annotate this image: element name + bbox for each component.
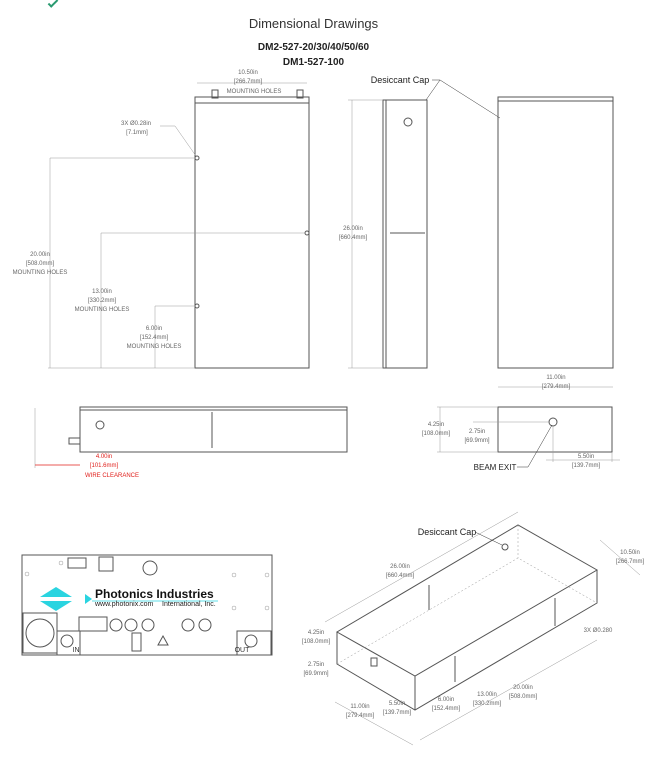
beam-exit-label: BEAM EXIT	[474, 463, 517, 472]
dim-text: [108.0mm]	[302, 639, 331, 645]
dim-text: [266.7mm]	[616, 559, 645, 565]
dim-text: 10.50in	[620, 550, 640, 556]
dim-text: [152.4mm]	[432, 706, 461, 712]
dim-text: [279.4mm]	[542, 384, 571, 390]
dim-text: MOUNTING HOLES	[13, 270, 68, 276]
dim-text: 26.00in	[343, 226, 363, 232]
desiccant-cap-icon	[403, 117, 413, 127]
dim-text: [101.6mm]	[90, 463, 119, 469]
brand-url: www.photonix.com	[94, 601, 154, 608]
top-view-drawing: 10.50in [266.7mm] MOUNTING HOLES 3X Ø0.2…	[13, 70, 310, 369]
page-title: Dimensional Drawings	[248, 16, 379, 31]
dim-text: [7.1mm]	[126, 130, 148, 136]
dim-text: [266.7mm]	[234, 79, 263, 85]
dim-text: 26.00in	[390, 564, 410, 570]
dim-text: 20.00in	[30, 252, 50, 258]
model-list-1: DM2-527-20/30/40/50/60	[257, 42, 370, 53]
dim-text: 3X Ø0.28in	[121, 121, 151, 127]
dim-text: 13.00in	[477, 692, 497, 698]
dim-text: [69.9mm]	[464, 438, 489, 444]
beam-exit-icon	[548, 417, 558, 427]
rear-view-drawing: 11.00in [279.4mm]	[497, 96, 614, 390]
dim-text: [139.7mm]	[383, 710, 412, 716]
dim-text: [330.2mm]	[473, 701, 502, 707]
dim-text: 4.00in	[96, 454, 112, 460]
dim-text: 11.00in	[350, 704, 369, 710]
dim-text: 4.25in	[428, 422, 444, 428]
dim-text: 20.00in	[513, 685, 533, 691]
dim-text: 4.25in	[308, 630, 324, 636]
dim-text: [279.4mm]	[346, 713, 375, 719]
model-list-2: DM1-527-100	[282, 57, 345, 68]
dim-text: [330.2mm]	[88, 298, 117, 304]
side-elevation-drawing: 4.00in [101.6mm] WIRE CLEARANCE	[34, 406, 348, 479]
brand-company: International, Inc.	[162, 601, 216, 608]
port-out-label: OUT	[235, 647, 251, 654]
dim-text: [508.0mm]	[509, 694, 538, 700]
dim-text: [139.7mm]	[572, 463, 601, 469]
logo-icon	[40, 587, 72, 597]
wire-connector-icon	[68, 437, 81, 445]
dim-text: MOUNTING HOLES	[75, 307, 130, 313]
dim-text: 6.00in	[146, 326, 162, 332]
dim-text: 11.00in	[546, 375, 565, 381]
dim-text: 5.50in	[578, 454, 594, 460]
dim-text: 10.50in	[238, 70, 258, 76]
warning-icon	[157, 634, 169, 646]
dim-text: [69.9mm]	[303, 671, 328, 677]
brand-logo-text: Photonics Industries	[95, 587, 214, 601]
dim-text: WIRE CLEARANCE	[85, 473, 139, 479]
dim-text: MOUNTING HOLES	[127, 344, 182, 350]
dim-text: 2.75in	[308, 662, 324, 668]
dim-text: MOUNTING HOLES	[227, 89, 282, 95]
desiccant-cap-label: Desiccant Cap	[418, 527, 477, 537]
front-panel-drawing: Photonics Industries www.photonix.com In…	[21, 554, 273, 656]
dim-text: [108.0mm]	[422, 431, 451, 437]
port-in-label: IN	[73, 647, 80, 654]
side-view-drawing: 26.00in [660.4mm] Desiccant Cap	[339, 75, 501, 369]
desiccant-cap-label: Desiccant Cap	[371, 75, 430, 85]
isometric-drawing: Desiccant Cap 26.00in [660.4mm] 10.50in …	[302, 511, 645, 746]
dim-text: 2.75in	[469, 429, 485, 435]
dim-text: [660.4mm]	[339, 235, 368, 241]
dim-text: 3X Ø0.280	[584, 628, 613, 634]
dim-text: 5.50in	[389, 701, 405, 707]
dim-text: [152.4mm]	[140, 335, 169, 341]
dim-text: 6.00in	[438, 697, 454, 703]
dim-text: 13.00in	[92, 289, 112, 295]
dim-text: [508.0mm]	[26, 261, 55, 267]
dim-text: [660.4mm]	[386, 573, 415, 579]
end-view-drawing: 4.25in [108.0mm] 2.75in [69.9mm] BEAM EX…	[422, 406, 620, 472]
